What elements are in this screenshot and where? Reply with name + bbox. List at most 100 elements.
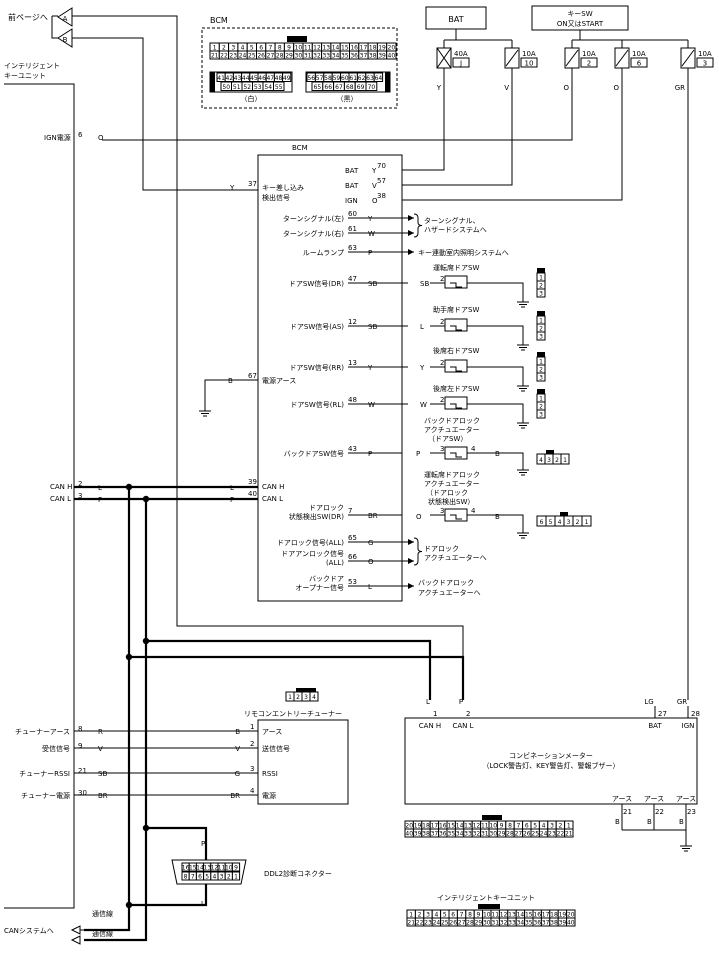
- pin-number: 66: [348, 553, 357, 561]
- fuse-3: [565, 49, 579, 67]
- signal-label: ターンシグナル(左): [283, 214, 344, 223]
- bcm-conn-pin: 1: [213, 45, 217, 52]
- tuner-pin-label: RSSI: [262, 770, 278, 778]
- bcm-conn-pin: 12: [313, 45, 321, 52]
- pin-number: 30: [78, 789, 87, 797]
- bcm-conn-pin: 40: [388, 53, 396, 60]
- bcm-conn-black-pin: 63: [366, 75, 374, 82]
- pin-number: 6: [78, 131, 83, 139]
- ikey-conn-pin: 31: [491, 920, 499, 927]
- wire-color: P: [230, 496, 234, 504]
- pin-number: 4: [250, 787, 255, 795]
- bcm-conn-black-pin: 56: [307, 75, 315, 82]
- wire-color: P: [368, 249, 372, 257]
- signal-label: ターンシグナル(右): [283, 229, 344, 238]
- fuse-amp: 40A: [454, 50, 468, 58]
- connector-latch: [296, 688, 316, 692]
- arrow-icon: [408, 539, 414, 545]
- bcm-conn-pin: 29: [285, 53, 293, 60]
- wire-color: Y: [371, 167, 377, 175]
- ikey-conn-pin: 16: [533, 912, 541, 919]
- wire-color: O: [416, 513, 422, 521]
- can-h-meter: [129, 655, 465, 700]
- meter-conn-pin: 33: [464, 831, 472, 838]
- previous-page-label: 前ページへ: [8, 12, 48, 22]
- meter-conn-pin: 36: [439, 831, 447, 838]
- connector-latch: [546, 450, 554, 454]
- wire-color: V: [372, 182, 377, 190]
- conn-pin: 3: [304, 694, 308, 701]
- pin-number: 3: [440, 507, 444, 515]
- bcm-pin-label: IGN: [345, 197, 358, 205]
- bcm-conn-cell: [386, 50, 397, 60]
- comm-line-label: 通信線: [92, 909, 113, 918]
- wire-b: [72, 37, 258, 191]
- fuse-amp: 10A: [632, 50, 646, 58]
- bcm-conn-pin: 15: [341, 45, 349, 52]
- wire: [467, 514, 524, 527]
- wire-color: V: [235, 745, 240, 753]
- dlc-conn-pin: 2: [227, 874, 231, 881]
- door-switch-contact: [450, 514, 462, 520]
- pin-number: 40: [248, 490, 257, 498]
- wire-color: G: [368, 539, 373, 547]
- fuse-wire-color: O: [613, 84, 619, 92]
- conn-pin: 2: [539, 404, 543, 411]
- conn-pin: 2: [539, 326, 543, 333]
- bcm-conn-pin: 9: [287, 45, 291, 52]
- bcm-conn-black-pin: 62: [358, 75, 366, 82]
- signal-label: オープナー信号: [295, 583, 344, 592]
- conn-pin: 2: [539, 283, 543, 290]
- bcm-conn-pin: 17: [360, 45, 368, 52]
- fuse-id-box: [520, 57, 538, 68]
- key-sw-box: [531, 5, 629, 31]
- bcm-conn-white-pin: 42: [225, 75, 233, 82]
- ikey-conn-pin: 18: [550, 912, 558, 919]
- meter-conn-pin: 32: [473, 831, 481, 838]
- pin-number: 1: [250, 723, 254, 731]
- ikey-conn-pin: 30: [483, 920, 491, 927]
- wire-color: B: [495, 513, 500, 521]
- meter-conn-pin: 25: [531, 831, 539, 838]
- signal-label: (ALL): [326, 559, 344, 567]
- meter-conn-pin: 22: [557, 831, 565, 838]
- bcm-conn-black-pin: 67: [335, 84, 343, 91]
- dlc-conn-pin: 7: [191, 874, 195, 881]
- dlc-p-wire: [146, 826, 208, 860]
- bcm-conn-black-pin: 68: [346, 84, 354, 91]
- bcm-conn-black-pin: 64: [375, 75, 383, 82]
- meter-conn-pin: 14: [456, 823, 464, 830]
- meter-conn-pin: 20: [405, 823, 413, 830]
- wire-color: B: [615, 818, 620, 826]
- connector-latch: [537, 268, 545, 273]
- door-switch-title: 後席右ドアSW: [433, 346, 479, 355]
- bcm-conn-pin: 18: [369, 45, 377, 52]
- door-switch-body: [444, 359, 468, 373]
- conn-cell: [536, 372, 546, 382]
- pin-number: 57: [377, 177, 386, 185]
- wire: [467, 403, 524, 417]
- dlc-conn-pin: 4: [212, 874, 216, 881]
- bcm-pin-label: CAN L: [262, 495, 283, 503]
- meter-conn-pin: 35: [447, 831, 455, 838]
- signal-label: 状態検出SW(DR): [289, 512, 344, 521]
- meter-conn-pin: 12: [473, 823, 481, 830]
- meter-conn-pin: 27: [515, 831, 523, 838]
- wire-color: BR: [98, 792, 108, 800]
- wire-color: GR: [677, 698, 687, 706]
- pin-number: 48: [348, 396, 357, 404]
- tuner-title: リモコンエントリーチューナー: [244, 710, 342, 718]
- wire-color: Y: [419, 364, 425, 372]
- wire-color: L: [230, 484, 234, 492]
- bcm-conn-pin: 21: [211, 53, 219, 60]
- bcm-conn-pin: 22: [220, 53, 228, 60]
- bcm-conn-white-pin: 48: [275, 75, 283, 82]
- wire-color: V: [98, 745, 103, 753]
- ikey-conn-pin: 15: [525, 912, 533, 919]
- bcm-conn-white-pin: 47: [266, 75, 274, 82]
- fuse-amp: 10A: [522, 50, 536, 58]
- meter-ground-label: アース: [676, 795, 696, 803]
- meter-conn-pin: 2: [558, 823, 562, 830]
- meter-conn-pin: 23: [548, 831, 556, 838]
